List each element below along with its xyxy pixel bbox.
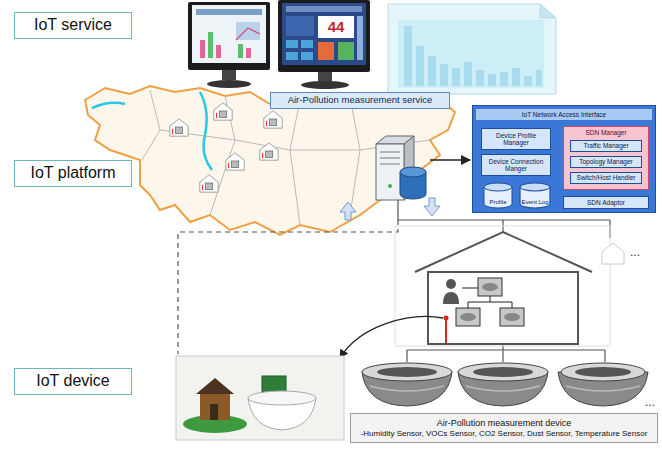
module-box: Switch/Host Handler: [570, 172, 642, 184]
network-wires: [178, 200, 610, 362]
prototype-photo: [176, 356, 344, 440]
device-caption-box: Air-Pollution measurement device-Humidit…: [350, 413, 658, 443]
manager-box: Device Profile Manager: [481, 128, 551, 150]
module-box: Topology Manager: [570, 156, 642, 168]
node-text: Air-Pollution measurement device: [437, 418, 572, 428]
node-text: SDN Adaptor: [587, 199, 625, 206]
ellipsis: ...: [645, 396, 655, 409]
node-text: Switch/Host Handler: [577, 174, 636, 181]
node-text: Device Connection Manger: [484, 158, 548, 173]
node-text: Event Log: [521, 199, 548, 206]
node-text: Topology Manager: [579, 158, 632, 165]
node-text: Air-Pollution measurement service: [288, 95, 433, 106]
tier-label: IoT service: [14, 12, 132, 39]
tier-label: IoT device: [14, 368, 132, 395]
server-icon: [376, 136, 426, 200]
node-text: SDN Manager: [564, 129, 648, 136]
ellipsis: ...: [630, 246, 640, 259]
service-label: Air-Pollution measurement service: [270, 92, 450, 109]
adaptor-box: SDN Adaptor: [563, 196, 649, 209]
callout-arrow: [340, 317, 443, 358]
node-text: Device Profile Manager: [484, 132, 548, 147]
manager-box: Device Connection Manger: [481, 154, 551, 176]
node-body-text: -Humidity Sensor, VOCs Sensor, CO2 Senso…: [361, 429, 648, 438]
sdn-manager-box: SDN ManagerTraffic ManagerTopology Manag…: [563, 126, 649, 190]
node-text: IoT service: [34, 16, 112, 34]
monitor-right: [278, 0, 370, 89]
sensor-devices: [362, 363, 648, 406]
tier-label: IoT platform: [14, 160, 132, 187]
node-text: Traffic Manager: [583, 142, 628, 149]
platform-panel: IoT Network Access InterfaceDevice Profi…: [472, 105, 656, 213]
region-map: [85, 86, 455, 235]
updown-arrows: [340, 198, 440, 220]
database-cylinder: Event Log: [519, 182, 551, 209]
node-text: Profile: [489, 199, 506, 206]
node-text: IoT Network Access Interface: [476, 109, 652, 120]
module-box: Traffic Manager: [570, 140, 642, 152]
node-text: IoT platform: [30, 164, 115, 182]
database-cylinder: Profile: [483, 182, 513, 209]
pointer-arrow: [430, 159, 470, 161]
node-text: IoT device: [36, 372, 110, 390]
screen-number: 44: [318, 19, 354, 36]
home-illustration: [395, 226, 624, 346]
bar-chart-panel: [388, 4, 556, 94]
monitor-left: [188, 2, 270, 88]
